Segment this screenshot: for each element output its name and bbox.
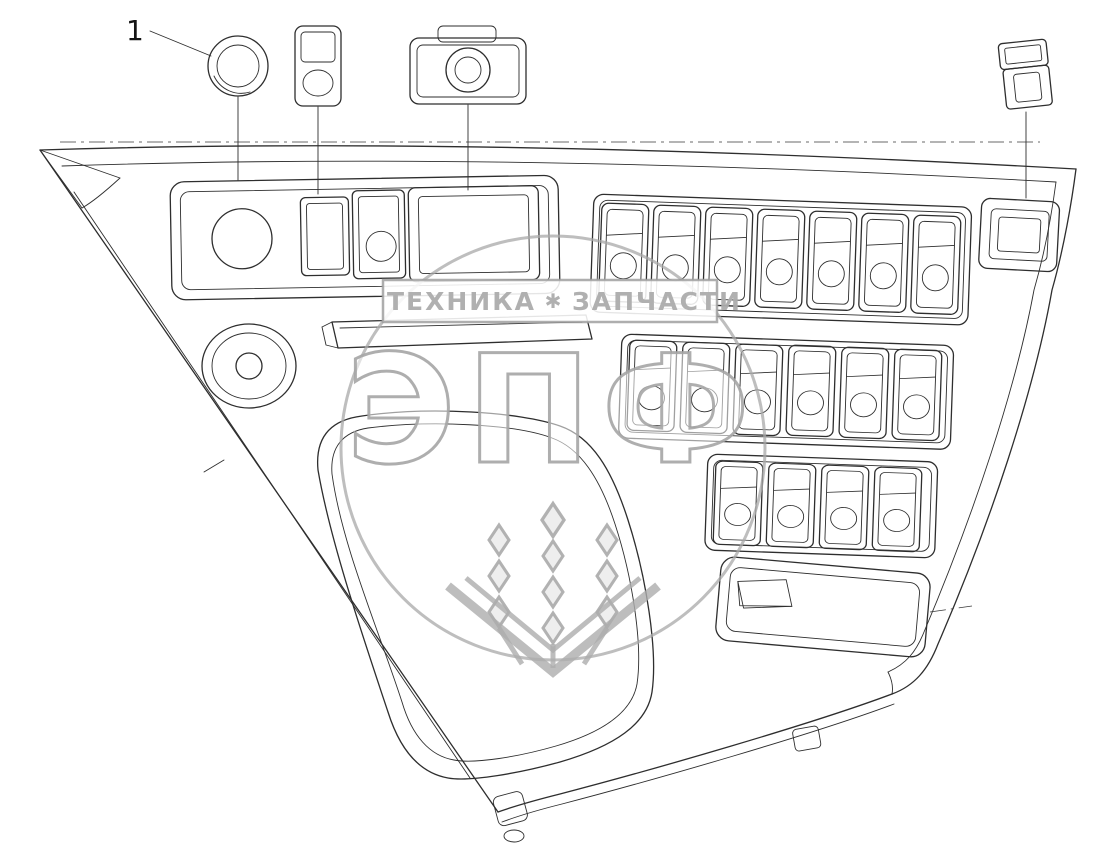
rocker-switch — [785, 344, 837, 438]
switch-bank-row-2 — [618, 333, 955, 450]
bottom-details — [492, 671, 893, 843]
rocker-switch — [818, 464, 870, 551]
rocker-switch — [857, 212, 910, 314]
speaker-grille — [201, 323, 297, 409]
callout-1: 1 — [126, 14, 212, 57]
cluster-slot-2 — [351, 189, 407, 280]
corner-switch-component — [997, 38, 1053, 199]
cluster-display — [407, 185, 541, 283]
watermark-banner — [381, 278, 719, 324]
aux-switch-module — [978, 197, 1061, 273]
storage-tray — [715, 556, 973, 658]
watermark-banner-left: ТЕХНИКА — [387, 287, 536, 316]
rocker-switch — [838, 346, 890, 440]
rocker-switch — [909, 214, 962, 316]
callout-1-leader-line — [149, 30, 212, 57]
rocker-switch — [805, 210, 858, 312]
switch-bank-row-1 — [589, 193, 973, 326]
dashboard-panel — [39, 145, 1077, 843]
knob-component — [207, 35, 269, 181]
switch-bank-row-3 — [704, 453, 939, 559]
shifter-opening — [316, 410, 655, 780]
rocker-switch — [765, 462, 817, 549]
watermark-star-icon: ✱ — [545, 289, 562, 313]
watermark-logo-text: ЭПФ — [346, 324, 760, 498]
callout-1-label: 1 — [126, 14, 144, 47]
instrument-cluster — [169, 174, 561, 301]
watermark-wheat-emblem — [445, 501, 661, 678]
rocker-switch — [891, 348, 943, 442]
rocker-switch-component — [294, 25, 342, 195]
rocker-switch — [753, 208, 806, 310]
watermark-banner-right: ЗАПЧАСТИ — [572, 287, 742, 316]
cluster-slot-1 — [299, 196, 351, 277]
cluster-knob-hole — [211, 208, 273, 270]
rocker-switch — [871, 466, 923, 553]
push-button-switch-component — [409, 25, 527, 191]
panel-outline — [39, 145, 1077, 823]
watermark: ТЕХНИКА ✱ ЗАПЧАСТИ ЭПФ — [339, 234, 767, 678]
